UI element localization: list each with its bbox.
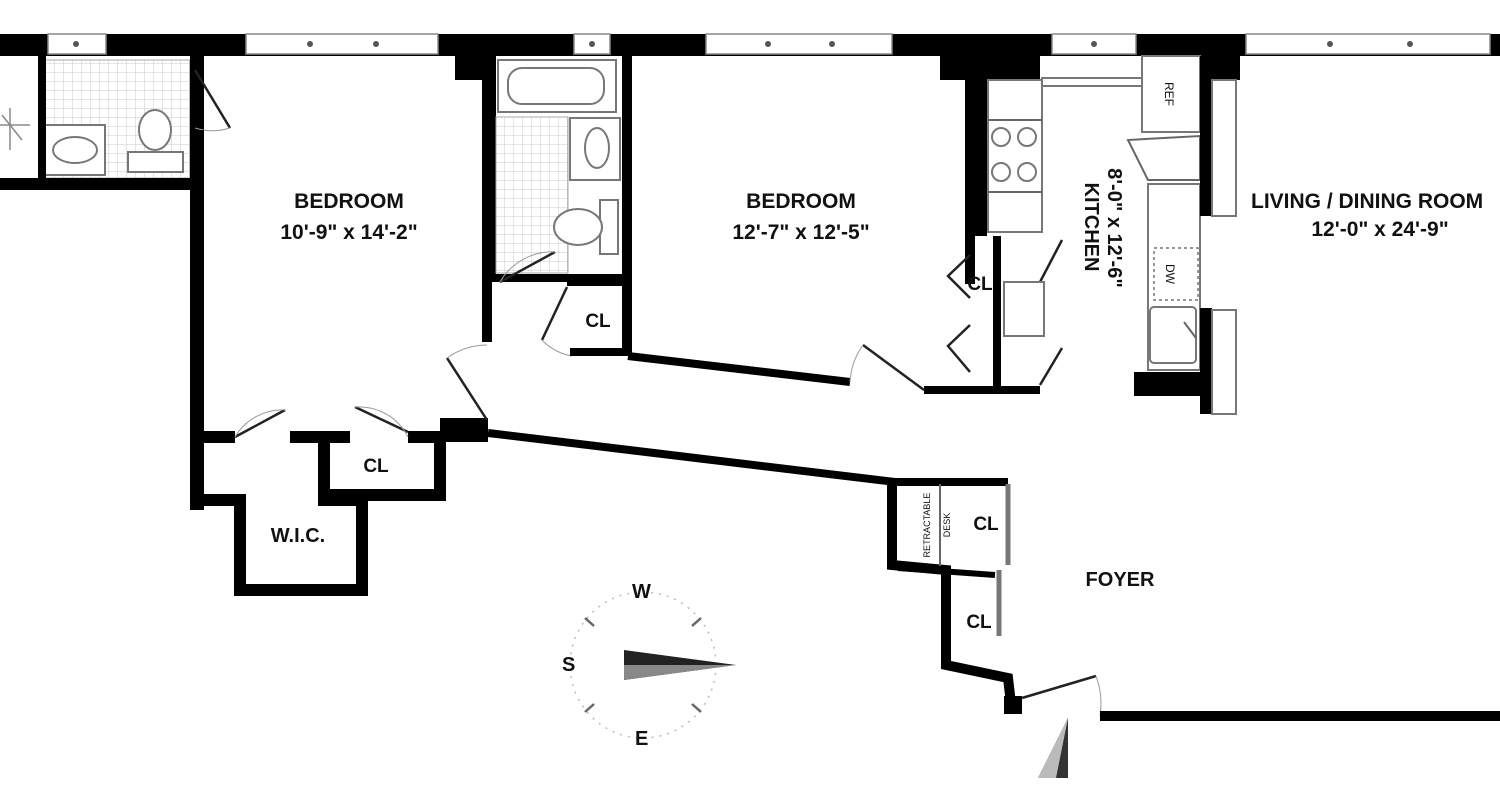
- kitchen-dimensions: 8'-0" x 12'-6": [1103, 168, 1125, 288]
- bedroom-1-name: BEDROOM: [294, 190, 404, 213]
- entry-arrow: [1038, 718, 1068, 778]
- foyer-label: FOYER: [1086, 569, 1155, 591]
- closet-label: CL: [966, 612, 992, 633]
- bedroom-1-walls: [190, 56, 492, 510]
- living-dining-name: LIVING / DINING ROOM: [1251, 190, 1483, 213]
- corridor-walls: [487, 429, 1500, 721]
- kitchen: [987, 55, 1237, 415]
- compass: W S E: [562, 581, 736, 750]
- walk-in-closet: [192, 437, 446, 596]
- bath-closet: [540, 278, 628, 357]
- desk-label-line-2: DESK: [942, 513, 952, 538]
- wic-label: W.I.C.: [271, 525, 325, 547]
- living-dining-dimensions: 12'-0" x 24'-9": [1311, 218, 1448, 241]
- bedroom-2-name: BEDROOM: [746, 190, 856, 213]
- kitchen-closets: [946, 239, 1064, 386]
- kitchen-name: KITCHEN: [1080, 183, 1102, 272]
- bedroom-1-dimensions: 10'-9" x 14'-2": [280, 221, 417, 244]
- windows: [47, 33, 1491, 55]
- left-bathroom: [0, 56, 232, 190]
- dishwasher-label: DW: [1163, 264, 1177, 285]
- closet-label: CL: [967, 274, 993, 295]
- bedroom-2-dimensions: 12'-7" x 12'-5": [732, 221, 869, 244]
- compass-west-label: S: [562, 654, 575, 676]
- closet-label: CL: [973, 514, 999, 535]
- closet-label: CL: [363, 456, 389, 477]
- compass-south-label: E: [635, 728, 648, 750]
- closet-label: CL: [585, 311, 611, 332]
- bedroom-2-walls: [627, 56, 1040, 394]
- refrigerator-label: REF: [1162, 82, 1176, 106]
- desk-label-line-1: RETRACTABLE: [922, 493, 932, 558]
- compass-north-label: W: [632, 581, 651, 603]
